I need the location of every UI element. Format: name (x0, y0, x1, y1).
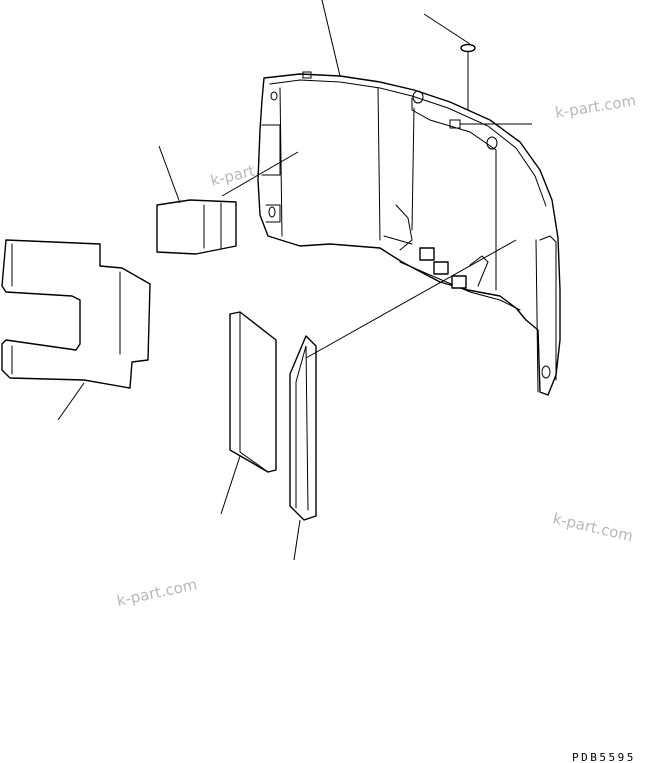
pad-small (156, 199, 237, 255)
top-tab (302, 71, 312, 79)
leader-lines (57, 0, 532, 561)
rivet-part (460, 43, 476, 111)
angle-strip (289, 335, 317, 521)
mount-hole (270, 91, 278, 101)
mount-hole (268, 206, 276, 218)
drawing-code: PDB5595 (572, 751, 636, 763)
watermark-3: k-part.com (551, 509, 635, 545)
clip-block (433, 261, 449, 275)
mount-hole (486, 136, 498, 150)
clip-block (419, 247, 435, 261)
cover-panel (257, 71, 561, 396)
plate-large (1, 239, 151, 389)
clip-block (451, 275, 467, 289)
mount-hole (412, 90, 424, 104)
watermark-1: k-part.com (554, 91, 637, 122)
mount-hole (541, 365, 551, 379)
foam-block (229, 311, 277, 473)
watermark-4: k-part.com (115, 575, 199, 610)
